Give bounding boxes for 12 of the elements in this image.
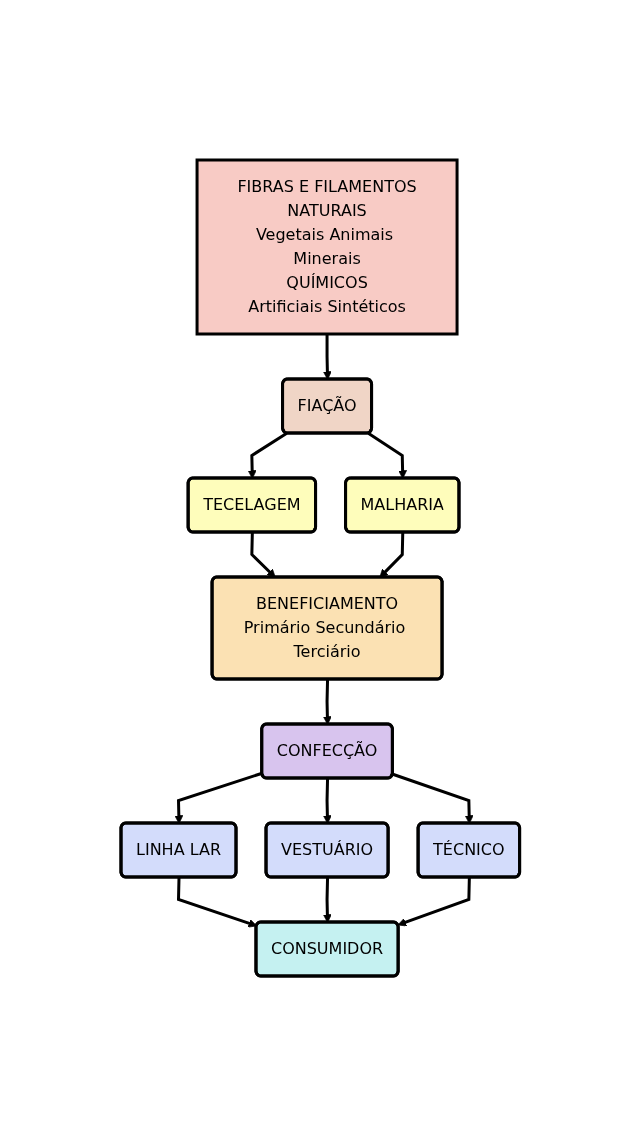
arrow bbox=[367, 432, 407, 479]
arrow bbox=[322, 679, 332, 725]
arrow bbox=[250, 532, 276, 578]
arrow bbox=[379, 532, 404, 578]
arrow bbox=[322, 778, 332, 824]
arrow bbox=[247, 432, 288, 479]
arrow bbox=[176, 877, 257, 928]
node-box: FIBRAS E FILAMENTOS NATURAIS Vegetais Animais Minerais QUÍMICOS Artificiais Sintéticos bbox=[195, 158, 459, 336]
arrow bbox=[392, 772, 474, 824]
arrow bbox=[322, 877, 332, 923]
arrow bbox=[322, 334, 332, 380]
arrow bbox=[397, 877, 471, 927]
